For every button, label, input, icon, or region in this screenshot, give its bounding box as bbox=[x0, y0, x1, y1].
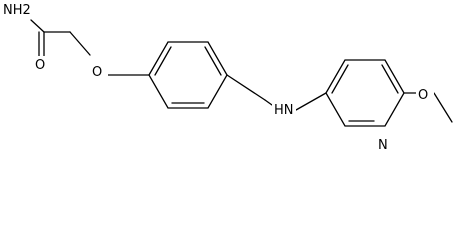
benzene-ring bbox=[148, 41, 228, 109]
pyridine-double-2 bbox=[381, 64, 399, 94]
atom-o-ether: O bbox=[92, 65, 102, 80]
atom-o-methoxy: O bbox=[418, 88, 428, 103]
bond-nh2-c1 bbox=[30, 19, 45, 33]
structure-canvas: NH2 O O HN N O bbox=[1, 1, 453, 153]
benzene-double-1 bbox=[154, 46, 172, 76]
atom-o-carbonyl: O bbox=[35, 58, 45, 73]
label-bg-n-pyridine bbox=[376, 136, 394, 153]
bond-ring-ch2 bbox=[226, 74, 266, 101]
bond-o-methoxy-ch3 bbox=[433, 92, 453, 123]
label-bg-o-methoxy bbox=[416, 86, 434, 103]
label-bg-nh2 bbox=[1, 1, 31, 18]
atom-nh2: NH2 bbox=[3, 3, 31, 18]
pyridine-double-1 bbox=[331, 64, 349, 94]
bond-nh-pyridine bbox=[295, 92, 327, 111]
atom-nh-amine: HN bbox=[274, 103, 294, 118]
bond-ch2-nh bbox=[264, 99, 273, 106]
label-bg-o-carbonyl bbox=[33, 56, 49, 73]
label-bg-o-ether bbox=[90, 63, 108, 80]
benzene-double-2 bbox=[204, 46, 222, 76]
pyridine-ring bbox=[325, 59, 405, 127]
atom-n-pyridine: N bbox=[378, 138, 388, 153]
chemical-structure: NH2 O O HN N O bbox=[1, 1, 453, 153]
bond-ch2-o-ether bbox=[69, 31, 91, 56]
label-bg-nh bbox=[272, 100, 296, 117]
